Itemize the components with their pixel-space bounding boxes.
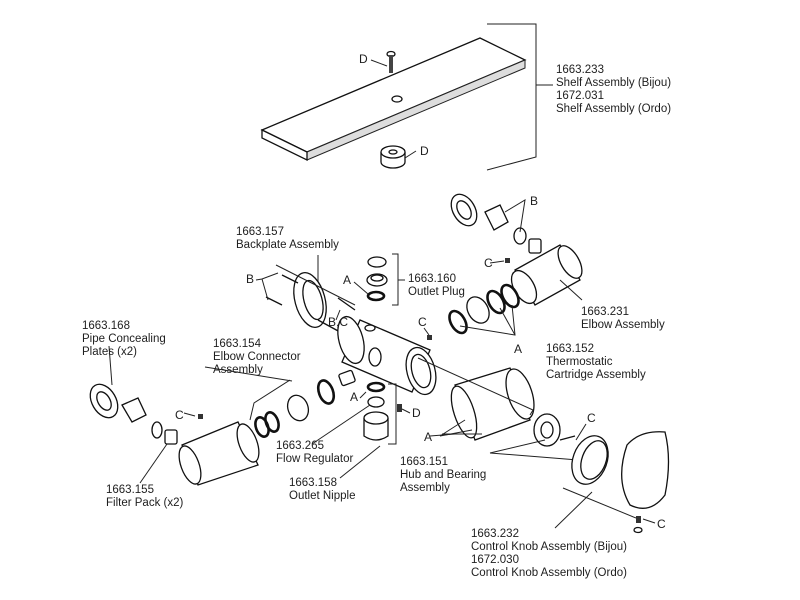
shelf-name-ordo: Shelf Assembly (Ordo) [556, 103, 672, 115]
elbow-assembly-drawing [448, 193, 583, 335]
pipe-plates-name-line1: Pipe Concealing [82, 333, 166, 345]
elbow-name: Elbow Assembly [581, 319, 665, 331]
callout-a-nipple: A [350, 390, 359, 404]
outlet-plug-name: Outlet Plug [408, 286, 465, 298]
outlet-nipple-name: Outlet Nipple [289, 490, 356, 502]
outlet-nipple-code: 1663.158 [289, 477, 337, 489]
hub-code: 1663.151 [400, 456, 448, 468]
shelf-drawing [260, 37, 527, 169]
cartridge-code: 1663.152 [546, 343, 594, 355]
knob-code-bijou: 1663.232 [471, 528, 519, 540]
callout-b-backplate: B [246, 272, 255, 286]
cartridge-drawing [450, 367, 576, 447]
callout-bc: B,C [328, 315, 349, 329]
callout-a-plug: A [343, 273, 352, 287]
backplate-code: 1663.157 [236, 226, 284, 238]
valve-body-drawing [337, 315, 437, 396]
outlet-plug-drawing [366, 256, 388, 302]
pipe-plates-name-line2: Plates (x2) [82, 346, 137, 358]
filter-pack-name: Filter Pack (x2) [106, 497, 184, 509]
elbow-connector-name-line2: Assembly [213, 364, 263, 376]
flow-regulator-name: Flow Regulator [276, 453, 354, 465]
elbow-connector-name-line1: Elbow Connector [213, 351, 301, 363]
pipe-plates-code: 1663.168 [82, 320, 130, 332]
flow-regulator-code: 1663.265 [276, 440, 324, 452]
callout-c-body: C [418, 315, 427, 329]
callout-d-body: D [412, 406, 421, 420]
elbow-connector-code: 1663.154 [213, 338, 261, 350]
knob-name-ordo: Control Knob Assembly (Ordo) [471, 567, 627, 579]
outlet-nipple-drawing [363, 381, 402, 441]
cartridge-name-line1: Thermostatic [546, 356, 613, 368]
cartridge-name-line2: Cartridge Assembly [546, 369, 646, 381]
callout-a-cartridge: A [424, 430, 433, 444]
callout-c-elbow: C [484, 256, 493, 270]
elbow-code: 1663.231 [581, 306, 629, 318]
backplate-name: Backplate Assembly [236, 239, 339, 251]
hub-name-line2: Assembly [400, 482, 450, 494]
filter-pack-code: 1663.155 [106, 484, 154, 496]
callout-d-screw: D [359, 52, 368, 66]
callout-b-elbow: B [530, 194, 539, 208]
shelf-name-bijou: Shelf Assembly (Bijou) [556, 77, 672, 89]
callout-d-spacer: D [420, 144, 429, 158]
left-elbow-drawing [89, 383, 260, 486]
hub-name-line1: Hub and Bearing [400, 469, 487, 481]
shelf-code-ordo: 1672.031 [556, 90, 604, 102]
knob-code-ordo: 1672.030 [471, 554, 519, 566]
callout-c-left: C [175, 408, 184, 422]
callout-a-elbow: A [514, 342, 523, 356]
callout-c-hub: C [587, 411, 596, 425]
outlet-plug-code: 1663.160 [408, 273, 456, 285]
elbow-connector-drawing [254, 369, 356, 438]
shelf-code-bijou: 1663.233 [556, 64, 604, 76]
knob-name-bijou: Control Knob Assembly (Bijou) [471, 541, 627, 553]
callout-c-knob: C [657, 517, 666, 531]
control-knob-drawing [571, 431, 670, 534]
